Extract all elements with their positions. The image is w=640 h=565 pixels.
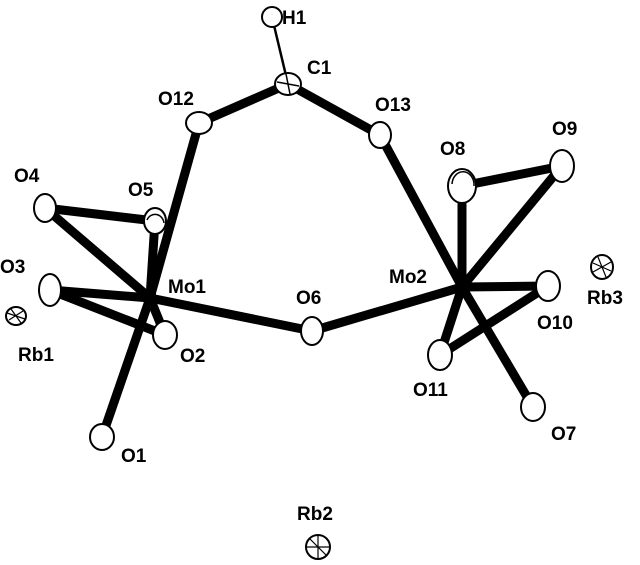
label-rb2: Rb2 — [297, 504, 333, 525]
bond-o9-mo2 — [457, 161, 567, 292]
bond-o4-o5 — [40, 203, 160, 226]
label-mo2: Mo2 — [389, 267, 427, 288]
atom-o5 — [143, 207, 167, 235]
atom-o1 — [89, 423, 115, 451]
bond-o10-o11 — [435, 281, 553, 360]
bond-mo1-o1 — [97, 293, 155, 442]
atom-o10 — [535, 270, 561, 302]
atom-rb2 — [305, 534, 331, 560]
label-c1: C1 — [307, 58, 332, 79]
bond-o4-mo1 — [40, 203, 155, 303]
atom-o7 — [520, 392, 546, 422]
atom-o11 — [427, 339, 453, 371]
atom-o4 — [33, 193, 57, 223]
label-o5: O5 — [128, 180, 154, 201]
bond-o3-o2 — [45, 285, 170, 340]
label-rb3: Rb3 — [587, 288, 623, 309]
atom-o8 — [447, 168, 477, 204]
atom-rb3 — [590, 254, 614, 280]
bond-mo2-o7 — [457, 282, 538, 412]
label-o9: O9 — [552, 119, 577, 140]
atom-mo2 — [457, 281, 468, 292]
label-o6: O6 — [296, 288, 321, 309]
label-o7: O7 — [551, 424, 576, 445]
atom-o3 — [38, 273, 62, 307]
atom-rb1 — [5, 306, 27, 326]
label-o12: O12 — [158, 89, 194, 110]
atom-o13 — [368, 121, 392, 149]
label-o1: O1 — [121, 446, 147, 467]
atom-h1 — [261, 6, 283, 28]
atom-mo1 — [145, 292, 156, 303]
bond-c1-o13 — [283, 79, 385, 140]
bond-o13-mo2 — [375, 130, 467, 292]
atoms — [5, 6, 614, 560]
bond-o12-mo1 — [145, 118, 204, 303]
atom-o12 — [185, 111, 213, 135]
bond-mo2-o10 — [457, 281, 553, 292]
label-o3: O3 — [0, 257, 25, 278]
bond-o8-o9 — [457, 161, 567, 191]
atom-o6 — [300, 316, 324, 346]
label-o11: O11 — [413, 380, 448, 401]
bond-o6-mo2 — [307, 282, 467, 336]
bond-mo1-o6 — [145, 293, 317, 336]
bond-c1-o12 — [194, 79, 293, 128]
bond-o3-mo1 — [45, 285, 155, 303]
label-o4: O4 — [14, 166, 40, 187]
label-o10: O10 — [537, 313, 573, 334]
atom-c1 — [274, 72, 302, 96]
atom-o2 — [152, 320, 178, 350]
bonds — [40, 15, 567, 442]
label-rb1: Rb1 — [18, 345, 54, 366]
label-h1: H1 — [282, 8, 307, 29]
label-mo1: Mo1 — [168, 277, 206, 298]
label-o8: O8 — [440, 139, 465, 160]
label-o13: O13 — [375, 95, 411, 116]
atom-labels: H1 C1 O12 O13 O4 O5 O8 O9 O3 Mo1 O6 Mo2 … — [0, 8, 623, 525]
atom-o9 — [549, 149, 575, 183]
label-o2: O2 — [180, 346, 205, 367]
